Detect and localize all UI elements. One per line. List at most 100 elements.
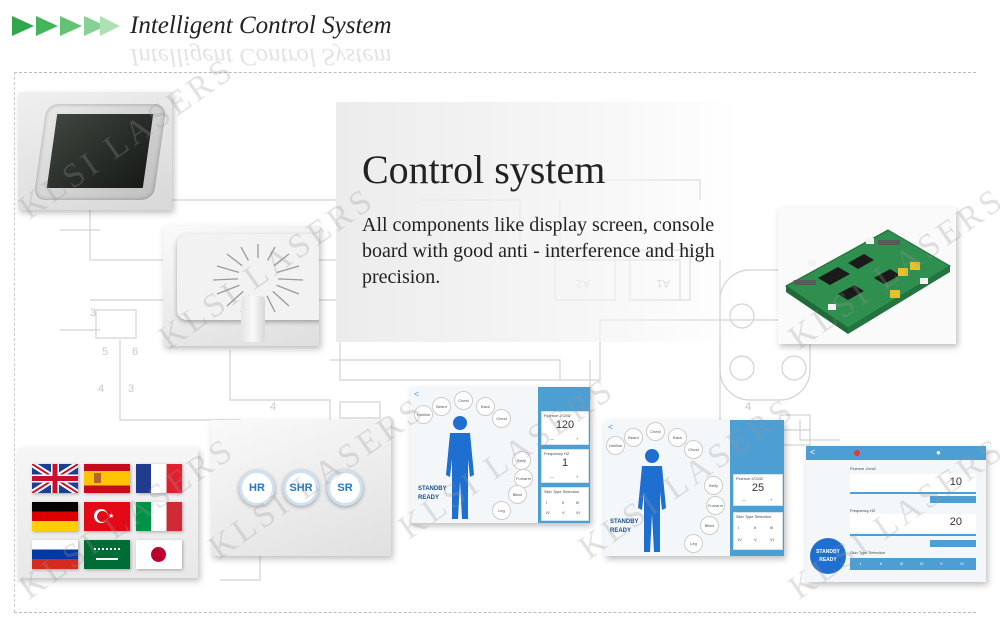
skin-type-button[interactable]: II	[754, 525, 757, 530]
svg-text:4: 4	[270, 401, 276, 413]
ready-label: READY	[418, 495, 440, 501]
skin-type-label: Skin Type Selection	[544, 489, 580, 494]
frequency-field[interactable]: 20	[850, 514, 976, 532]
flag-saudi-arabia-icon[interactable]	[84, 540, 130, 569]
body-part-button[interactable]: Leg	[492, 501, 511, 520]
flag-germany-icon[interactable]	[32, 502, 78, 531]
skin-type-button[interactable]: V	[940, 561, 943, 566]
skin-type-button[interactable]: II	[562, 500, 565, 505]
ready-label: READY	[819, 557, 837, 563]
body-part-button[interactable]: Chest	[646, 422, 665, 441]
status-dot-icon	[854, 450, 860, 456]
flag-spain-icon[interactable]	[84, 464, 130, 493]
standby-button[interactable]: STANDBY READY	[418, 485, 447, 503]
svg-text:4: 4	[98, 383, 104, 395]
fluence-label: Fluence J/CM2	[736, 476, 763, 481]
flag-france-icon[interactable]	[136, 464, 182, 493]
flag-russia-icon[interactable]	[32, 540, 78, 569]
fluence-plus-button[interactable]: +	[576, 436, 579, 441]
skin-type-button[interactable]: V	[562, 510, 565, 515]
body-part-button[interactable]: Chest	[454, 391, 473, 410]
pcb-board-illustration	[785, 229, 951, 334]
back-arrow-icon[interactable]: <	[414, 389, 420, 399]
body-part-button[interactable]: Bikini	[508, 485, 527, 504]
page-title-reflection: Intelligent Control System	[130, 43, 392, 70]
frequency-plus-button[interactable]: +	[576, 474, 579, 479]
back-arrow-icon[interactable]: <	[608, 422, 614, 432]
body-part-button[interactable]: Leg	[684, 534, 703, 553]
fluence-minus-button[interactable]: —	[550, 436, 554, 441]
flag-japan-icon[interactable]	[136, 540, 182, 569]
skin-type-button[interactable]: VI	[960, 561, 964, 566]
fluence-field[interactable]: 10	[850, 474, 976, 494]
flag-uk-icon[interactable]	[32, 464, 78, 493]
chevron-icon	[100, 16, 120, 36]
body-part-button[interactable]: Beard	[624, 428, 643, 447]
fluence-stepper[interactable]	[930, 496, 976, 503]
body-part-button[interactable]: Back	[476, 397, 495, 416]
body-part-button[interactable]: Belly	[704, 476, 723, 495]
standby-label: STANDBY	[418, 486, 447, 492]
body-part-button[interactable]: Beard	[432, 397, 451, 416]
skin-type-button[interactable]: II	[880, 561, 883, 566]
frequency-label: Frequency HZ	[850, 508, 876, 513]
svg-text:6: 6	[132, 346, 138, 358]
back-arrow-icon[interactable]: <	[810, 447, 816, 457]
ready-label: READY	[610, 528, 632, 534]
skin-type-button[interactable]: III	[900, 561, 904, 566]
svg-text:3: 3	[128, 383, 134, 395]
standby-ready-button[interactable]: STANDBY READY	[810, 538, 846, 574]
pcb-board-photo	[778, 208, 956, 344]
frequency-stepper[interactable]	[930, 540, 976, 547]
body-part-button[interactable]: Hairline	[606, 436, 625, 455]
skin-type-button[interactable]: IV	[920, 561, 924, 566]
body-part-button[interactable]: Chest	[492, 409, 511, 428]
flag-italy-icon[interactable]	[136, 502, 182, 531]
mode-sr-button[interactable]: SR	[327, 470, 363, 506]
chevron-icon	[12, 16, 34, 36]
body-part-button[interactable]: Back	[668, 428, 687, 447]
dashed-frame-bottom	[14, 612, 976, 613]
frequency-value: 20	[949, 516, 962, 528]
frequency-box: Frequency HZ 1 — +	[541, 449, 589, 483]
settings-sidebar: Fluence J/CM2 120 — + Frequency HZ 1 — +…	[538, 387, 590, 523]
skin-type-button[interactable]: III	[770, 525, 774, 530]
skin-type-button[interactable]: IV	[738, 537, 742, 542]
mode-selection-panel: HR SHR SR	[211, 420, 391, 556]
skin-type-button[interactable]: VI	[576, 510, 580, 515]
skin-type-bar[interactable]	[850, 558, 976, 570]
user-icon[interactable]: ●	[936, 448, 941, 457]
fluence-value: 10	[949, 476, 962, 488]
fluence-value: 25	[751, 482, 765, 494]
frequency-slider[interactable]	[850, 534, 976, 536]
skin-type-button[interactable]: III	[576, 500, 580, 505]
body-part-button[interactable]: Chest	[684, 440, 703, 459]
top-bar	[806, 446, 986, 460]
skin-type-button[interactable]: I	[546, 500, 548, 505]
skin-type-button[interactable]: I	[860, 561, 862, 566]
body-part-button[interactable]: Forearm	[514, 469, 533, 488]
frequency-label: Frequency HZ	[544, 451, 570, 456]
flag-turkey-icon[interactable]: ★	[84, 502, 130, 531]
skin-type-box: Skin Type Selection I II III IV V VI	[541, 487, 589, 521]
skin-type-button[interactable]: I	[738, 525, 740, 530]
svg-text:3: 3	[90, 307, 96, 319]
text-panel-background	[336, 102, 740, 342]
language-flags-panel: ★	[18, 448, 198, 578]
settings-sidebar: Fluence J/CM2 25 — + Skin Type Selection…	[730, 420, 784, 556]
fluence-minus-button[interactable]: —	[742, 497, 746, 502]
body-part-button[interactable]: Hairline	[414, 405, 433, 424]
skin-type-button[interactable]: IV	[546, 510, 550, 515]
skin-type-label: Skin Type Selection	[736, 514, 772, 519]
skin-type-button[interactable]: VI	[770, 537, 774, 542]
frequency-minus-button[interactable]: —	[550, 474, 554, 479]
mode-hr-button[interactable]: HR	[239, 470, 275, 506]
body-part-button[interactable]: Bikini	[700, 516, 719, 535]
skin-type-button[interactable]: V	[754, 537, 757, 542]
page-title: Intelligent Control System	[130, 12, 392, 39]
touchscreen-back-photo	[163, 226, 319, 346]
fluence-plus-button[interactable]: +	[770, 497, 773, 502]
mode-shr-button[interactable]: SHR	[283, 470, 319, 506]
body-part-button[interactable]: Forearm	[706, 496, 725, 515]
